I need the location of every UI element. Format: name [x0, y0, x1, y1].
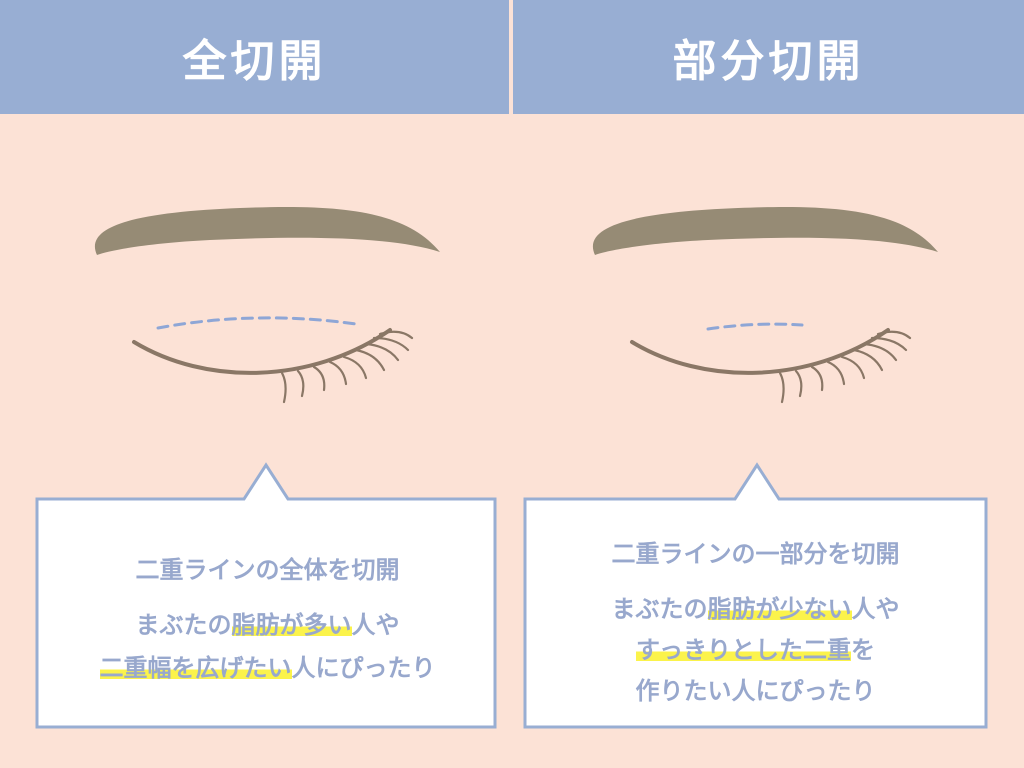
right-dashed-line-partial	[706, 322, 804, 331]
left-box-text: 二重ラインの全体を切開 まぶたの脂肪が多い人や 二重幅を広げたい人にぴったり	[37, 550, 498, 683]
right-eyebrow	[592, 206, 938, 255]
left-eyebrow	[94, 206, 441, 255]
right-lashes	[778, 330, 912, 404]
right-closed-eye	[630, 328, 890, 375]
right-box-text: 二重ラインの一部分を切開 まぶたの脂肪が少ない人や すっきりとした二重を 作りた…	[525, 534, 986, 706]
right-desc-line-2: すっきりとした二重を	[635, 636, 876, 664]
left-highlight-fat-many: 脂肪が多い	[231, 611, 352, 639]
left-dashed-line-full	[156, 316, 358, 330]
header-full-incision: 全切開	[0, 0, 509, 114]
right-highlight-fat-less: 脂肪が少ない	[707, 595, 852, 623]
right-highlight-neat-double: すっきりとした二重	[635, 636, 852, 664]
left-caption: 二重ラインの全体を切開	[135, 556, 400, 584]
left-desc-line-2: 二重幅を広げたい人にぴったり	[99, 654, 436, 682]
left-highlight-widen: 二重幅を広げたい	[99, 654, 292, 682]
right-caption: 二重ラインの一部分を切開	[611, 540, 900, 568]
left-lashes	[280, 330, 414, 404]
left-closed-eye	[132, 328, 392, 375]
right-desc-line-3: 作りたい人にぴったり	[635, 677, 876, 705]
right-desc-line-1: まぶたの脂肪が少ない人や	[611, 595, 900, 623]
header-partial-incision: 部分切開	[513, 0, 1024, 114]
left-desc-line-1: まぶたの脂肪が多い人や	[135, 611, 400, 639]
